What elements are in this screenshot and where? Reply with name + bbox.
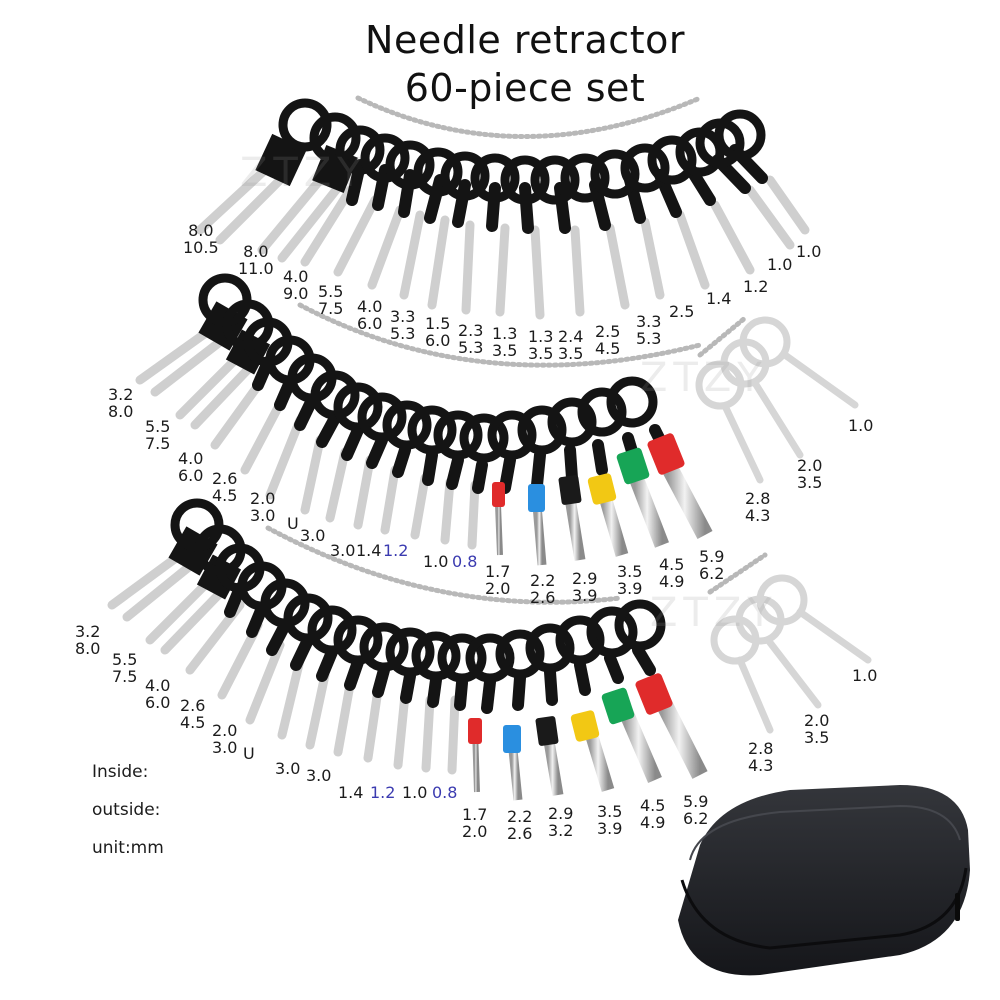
storage-case	[678, 785, 970, 976]
ball-chain-set2	[297, 302, 748, 368]
size-label-highlighted: 0.8	[432, 783, 458, 802]
tool-set-1	[195, 98, 810, 320]
size-label-highlighted: 1.2	[383, 541, 409, 560]
ball-chain-set3	[265, 525, 768, 605]
size-label-highlighted: 1.2	[370, 783, 396, 802]
size-label: 1.0	[423, 552, 449, 571]
size-label: 3.0	[330, 541, 356, 560]
size-label: 1.0	[767, 255, 793, 274]
size-label: U	[243, 744, 255, 763]
watermark: ZTZY	[240, 150, 368, 196]
product-title-line-1: Needle retractor	[365, 18, 685, 62]
loose-tool-size-label: 1.0	[848, 416, 874, 435]
tool-set-2	[135, 273, 859, 566]
size-label: 1.2	[743, 277, 769, 296]
tool-set-3	[107, 498, 872, 801]
loose-tool-size-label: 1.0	[852, 666, 878, 685]
legend-outside: outside:	[92, 800, 161, 820]
size-label-highlighted: 0.8	[452, 552, 478, 571]
size-label: U	[287, 514, 299, 533]
size-label: 1.0	[402, 783, 428, 802]
size-label: 2.5	[669, 302, 695, 321]
loose-tools-set-2	[695, 316, 859, 484]
loose-tools-set-3	[710, 574, 872, 734]
size-label: 3.0	[306, 766, 332, 785]
ball-chain-set1	[355, 95, 703, 139]
legend-unit: unit:mm	[92, 838, 164, 858]
watermark: ZTZY	[650, 590, 778, 636]
watermark: ZTZY	[640, 355, 768, 401]
legend-inside: Inside:	[92, 762, 149, 782]
size-label: 3.0	[300, 526, 326, 545]
size-label: 1.4	[706, 289, 732, 308]
size-label: 1.0	[796, 242, 822, 261]
ferrule-tools-set-3	[468, 673, 708, 801]
product-title-line-2: 60-piece set	[404, 66, 646, 110]
size-label: 1.4	[338, 783, 364, 802]
size-label: 1.4	[356, 541, 382, 560]
ferrule-tools-set-2	[492, 433, 713, 566]
size-label: 3.0	[275, 759, 301, 778]
